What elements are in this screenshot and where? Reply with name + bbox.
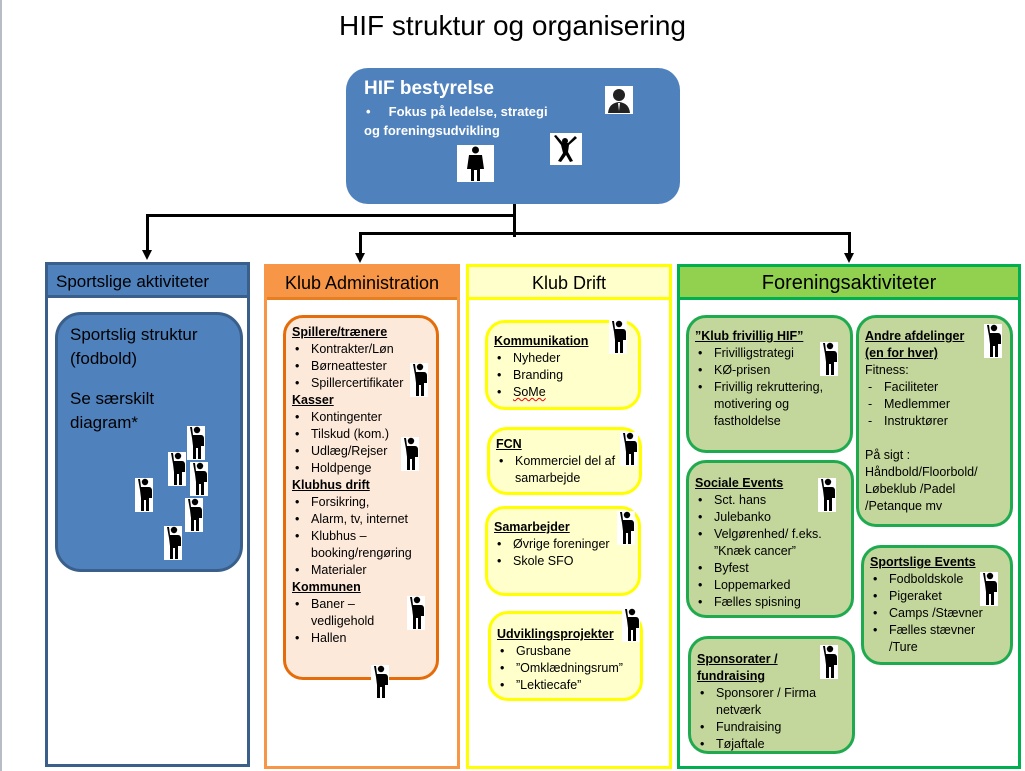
list-item: Medlemmer bbox=[865, 396, 1004, 413]
list-item: Camps /Stævner bbox=[870, 605, 998, 622]
person-waving-icon bbox=[410, 363, 428, 397]
list-item: Fælles spisning bbox=[695, 594, 845, 611]
person-waving-icon bbox=[185, 498, 203, 532]
person-waving-icon bbox=[617, 511, 635, 545]
column-header: Sportslige aktiviteter bbox=[48, 265, 247, 298]
arrow-to-admin bbox=[355, 253, 365, 263]
card-klub-frivillig: ”Klub frivillig HIF” Frivilligstrategi K… bbox=[686, 315, 853, 453]
person-waving-icon bbox=[168, 452, 186, 486]
person-waving-icon bbox=[401, 437, 419, 471]
board-bullet: • Fokus på ledelse, strategi og forening… bbox=[364, 104, 548, 138]
list-item: Tilskud (kom.) bbox=[292, 426, 430, 443]
list-item: Alarm, tv, internet bbox=[292, 511, 430, 528]
column-header: Klub Administration bbox=[267, 267, 457, 300]
list-item: Børneattester bbox=[292, 358, 430, 375]
card-sociale-events: Sociale Events Sct. hans Julebanko Velgø… bbox=[686, 460, 854, 618]
list-item: Velgørenhed/ f.eks. ”Knæk cancer” bbox=[695, 526, 845, 560]
connector-to-admin bbox=[359, 232, 362, 253]
arrow-to-forening bbox=[844, 253, 854, 263]
list-item: Loppemarked bbox=[695, 577, 845, 594]
person-waving-icon bbox=[820, 342, 838, 376]
person-waving-icon bbox=[164, 526, 182, 560]
section-title: Klubhus drift bbox=[292, 478, 370, 492]
list-item: Byfest bbox=[695, 560, 845, 577]
column-klub-drift: Klub Drift bbox=[466, 264, 672, 769]
person-waving-icon bbox=[984, 324, 1002, 358]
column-header: Foreningsaktiviteter bbox=[680, 267, 1018, 300]
card-sportslig-struktur: Sportslig struktur (fodbold) Se særskilt… bbox=[55, 312, 243, 572]
arrow-to-sport bbox=[142, 250, 152, 260]
list-item: Frivillig rekruttering, motivering og fa… bbox=[695, 379, 840, 430]
list-item: Spillercertifikater bbox=[292, 375, 430, 392]
list-item: Frivilligstrategi bbox=[695, 345, 840, 362]
section-title: Kasser bbox=[292, 393, 334, 407]
list-item: Forsikring, bbox=[292, 494, 430, 511]
list-item: Klubhus – booking/rengøring bbox=[292, 528, 430, 562]
list-item: Kontingenter bbox=[292, 409, 430, 426]
person-waving-icon bbox=[609, 320, 627, 354]
person-waving-icon bbox=[190, 462, 208, 496]
section-title: Spillere/trænere bbox=[292, 325, 388, 339]
list-item: KØ-prisen bbox=[695, 362, 840, 379]
connector-left-horizontal bbox=[146, 214, 516, 217]
column-foreningsaktiviteter: Foreningsaktiviteter bbox=[677, 264, 1021, 769]
list-item: Grusbane bbox=[497, 643, 634, 660]
column-sportslige-aktiviteter: Sportslige aktiviteter bbox=[45, 262, 250, 767]
connector-to-sport bbox=[146, 214, 149, 250]
list-item: Nyheder bbox=[494, 350, 632, 367]
list-item: Fodboldskole bbox=[870, 571, 998, 588]
list-item: Materialer bbox=[292, 562, 430, 579]
person-waving-icon bbox=[135, 478, 153, 512]
list-item: ”Omklædningsrum” bbox=[497, 660, 634, 677]
person-waving-icon bbox=[818, 478, 836, 512]
person-waving-icon bbox=[187, 426, 205, 460]
section-title: Kommunen bbox=[292, 580, 361, 594]
businessman-icon bbox=[605, 86, 633, 114]
card-fcn: FCN Kommerciel del af samarbejde bbox=[487, 427, 642, 495]
jumping-person-icon bbox=[550, 133, 582, 165]
page-left-edge bbox=[0, 0, 2, 771]
list-item: Kontrakter/Løn bbox=[292, 341, 430, 358]
list-item: Tøjaftale bbox=[697, 736, 837, 753]
person-waving-icon bbox=[620, 432, 638, 466]
list-item: Pigeraket bbox=[870, 588, 998, 605]
connector-to-forening bbox=[848, 232, 851, 253]
list-item: Øvrige foreninger bbox=[494, 536, 632, 553]
businesswoman-icon bbox=[457, 145, 494, 182]
list-item: Udlæg/Rejser bbox=[292, 443, 430, 460]
list-item: Holdpenge bbox=[292, 460, 430, 477]
person-waving-icon bbox=[407, 596, 425, 630]
list-item: SoMe bbox=[494, 384, 632, 401]
card-udviklingsprojekter: Udviklingsprojekter Grusbane ”Omklædning… bbox=[488, 611, 643, 701]
list-item: Baner – vedligehold bbox=[292, 596, 402, 630]
connector-right-horizontal bbox=[359, 232, 851, 235]
diagram-title: HIF struktur og organisering bbox=[338, 10, 687, 41]
list-item: Hallen bbox=[292, 630, 402, 647]
card-samarbejder: Samarbejder Øvrige foreninger Skole SFO bbox=[485, 506, 641, 596]
column-klub-administration: Klub Administration bbox=[264, 264, 460, 769]
person-waving-icon bbox=[980, 572, 998, 606]
person-waving-icon bbox=[820, 645, 838, 679]
list-item: Faciliteter bbox=[865, 379, 1004, 396]
list-item: Kommerciel del af samarbejde bbox=[496, 453, 621, 487]
connector-trunk bbox=[513, 204, 516, 237]
list-item: Skole SFO bbox=[494, 553, 632, 570]
list-item: Sct. hans bbox=[695, 492, 845, 509]
list-item: Julebanko bbox=[695, 509, 845, 526]
list-item: Instruktører bbox=[865, 413, 1004, 430]
column-header: Klub Drift bbox=[469, 267, 669, 300]
board-heading: HIF bestyrelse bbox=[364, 78, 494, 99]
list-item: Fundraising bbox=[697, 719, 837, 736]
list-item: Branding bbox=[494, 367, 632, 384]
list-item: Fælles stævner /Ture bbox=[870, 622, 998, 656]
list-item: ”Lektiecafe” bbox=[497, 677, 634, 694]
person-waving-icon bbox=[622, 608, 640, 642]
list-item: Sponsorer / Firma netværk bbox=[697, 685, 837, 719]
person-waving-icon bbox=[371, 665, 389, 699]
